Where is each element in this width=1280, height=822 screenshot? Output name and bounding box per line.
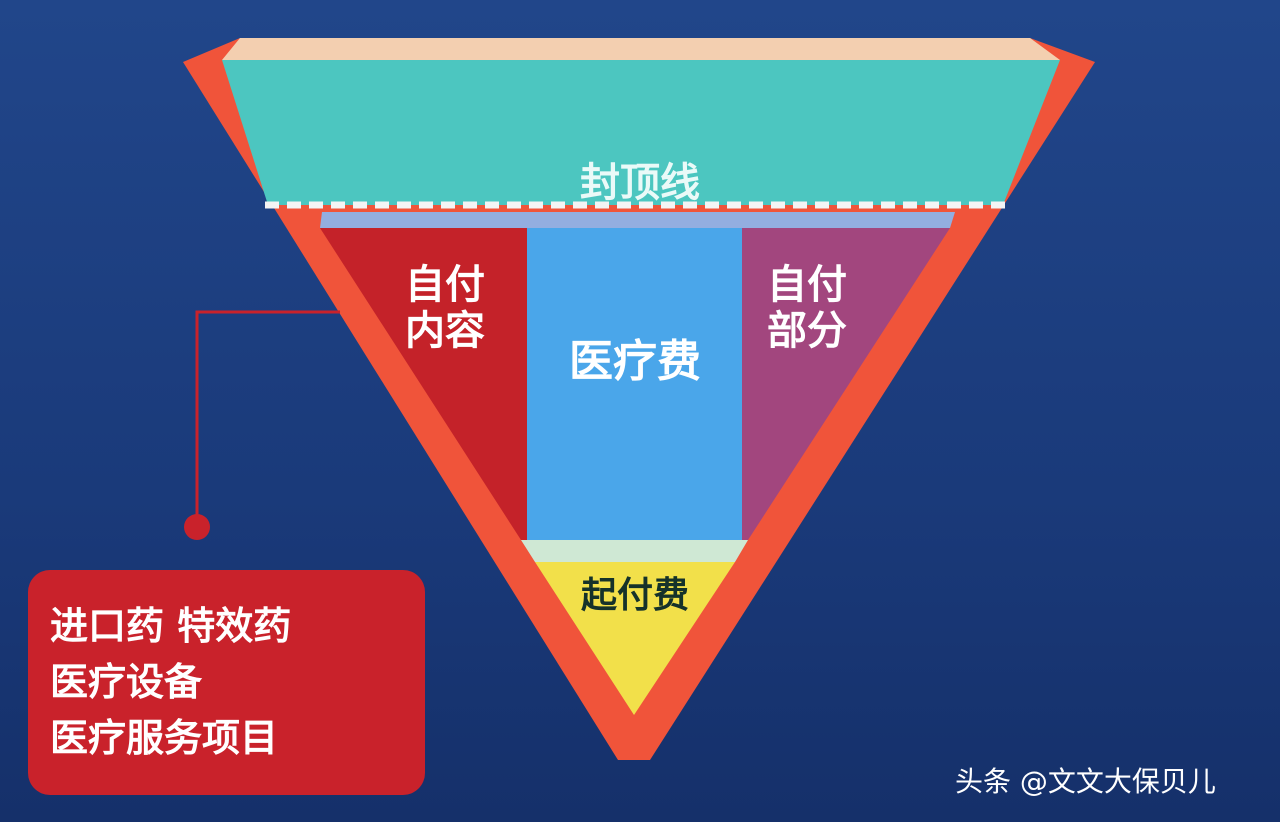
self-pay-part-line: 自付 xyxy=(767,262,847,308)
callout-connector-line xyxy=(195,310,340,527)
callout-dot xyxy=(184,514,210,540)
watermark: 头条 @文文大保贝儿 xyxy=(955,765,1216,798)
callout-box: 进口药 特效药 医疗设备 医疗服务项目 xyxy=(28,570,425,795)
medical-fee-block xyxy=(527,228,742,540)
cap-label: 封顶线 xyxy=(580,160,700,206)
self-pay-part-block xyxy=(742,228,950,540)
self-pay-content-block xyxy=(320,228,527,540)
deductible-band xyxy=(521,540,748,562)
callout-line: 进口药 特效药 xyxy=(50,604,292,648)
deductible-label: 起付费 xyxy=(580,575,689,616)
cap-area xyxy=(222,60,1060,205)
callout-line: 医疗服务项目 xyxy=(50,716,279,760)
self-pay-content-line: 自付 xyxy=(405,262,485,308)
self-pay-content-label: 自付 内容 xyxy=(390,262,500,354)
deductible-block xyxy=(535,562,735,715)
cap-lip xyxy=(222,38,1060,60)
self-pay-content-line: 内容 xyxy=(405,308,485,354)
top-band xyxy=(320,212,955,228)
callout-line: 医疗设备 xyxy=(50,660,203,704)
medical-fee-label: 医疗费 xyxy=(569,336,701,387)
self-pay-part-line: 部分 xyxy=(767,308,847,354)
self-pay-part-label: 自付 部分 xyxy=(752,262,862,354)
